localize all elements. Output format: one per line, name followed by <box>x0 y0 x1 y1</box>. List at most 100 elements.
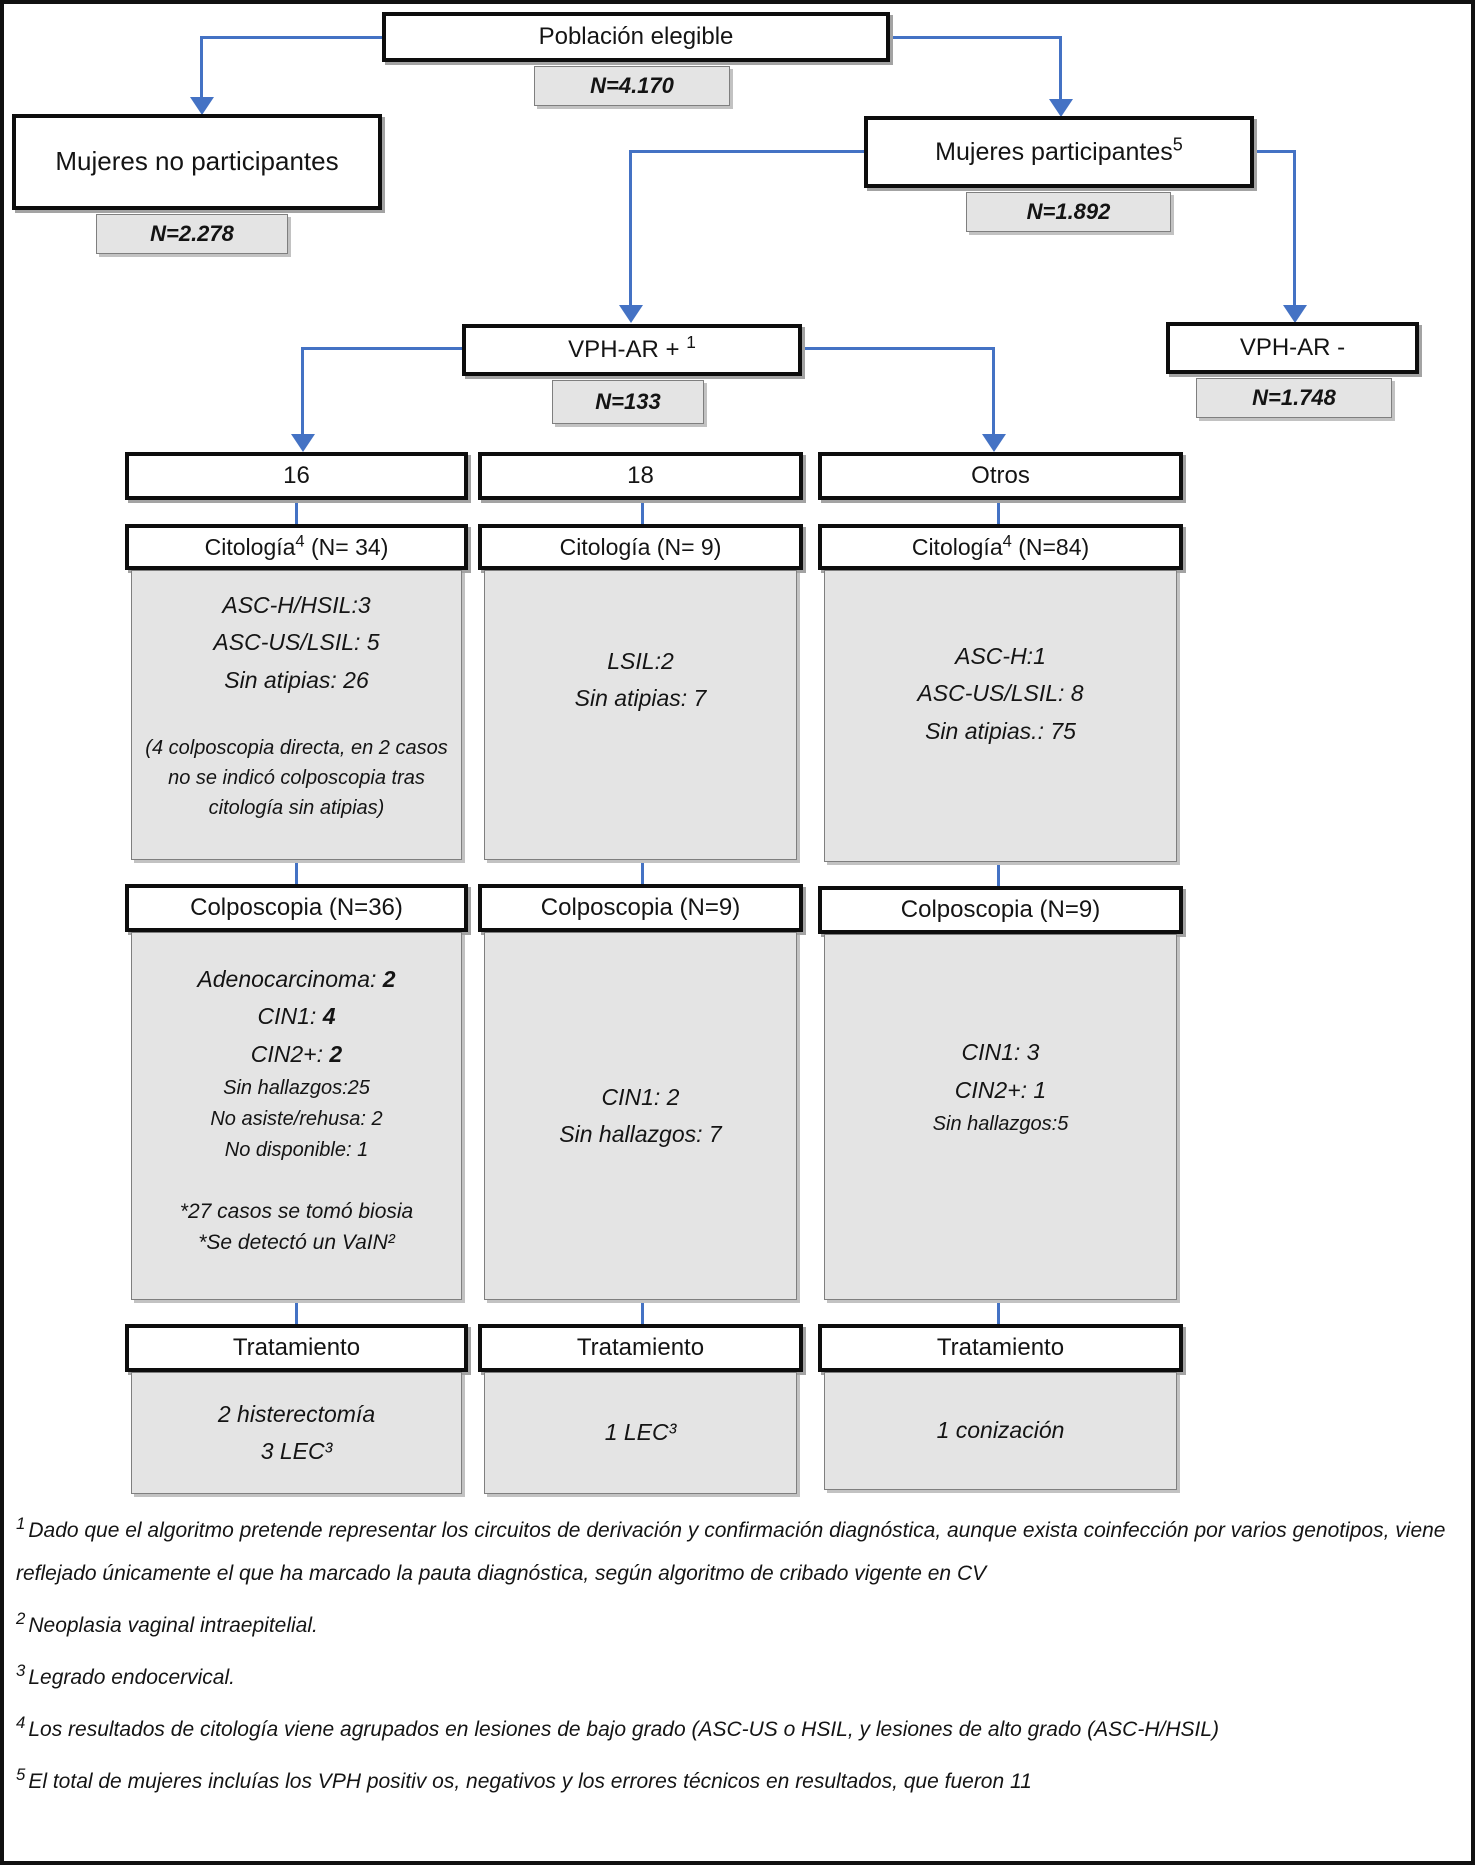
connector-line <box>200 36 203 98</box>
node-colposcopia-18-header: Colposcopia (N=9) <box>478 884 803 932</box>
node-label: Citología4 (N=84) <box>912 531 1089 560</box>
node-mujeres-participantes: Mujeres participantes5 <box>864 116 1254 188</box>
node-label: Colposcopia (N=9) <box>900 896 1101 924</box>
result-line: CIN2+: 2 <box>251 1036 342 1073</box>
n-mujeres-participantes: N=1.892 <box>966 192 1171 232</box>
result-line: Sin atipias.: 75 <box>925 717 1076 744</box>
node-genotipo-16: 16 <box>125 452 468 500</box>
result-line: ASC-H:1 <box>955 643 1046 670</box>
tratamiento-otros-results: 1 conización <box>824 1372 1177 1490</box>
node-label: Citología (N= 9) <box>560 534 722 560</box>
tratamiento-18-results: 1 LEC³ <box>484 1372 797 1494</box>
footnote-1-text: Dado que el algoritmo pretende represent… <box>16 1519 1446 1586</box>
result-value: 2 <box>329 1040 343 1067</box>
connector-line <box>641 500 644 524</box>
connector-line <box>1293 150 1296 306</box>
colposcopia-otros-results: CIN1: 3 CIN2+: 1 Sin hallazgos:5 <box>824 934 1177 1300</box>
connector-line <box>629 150 632 306</box>
result-label: CIN2+: <box>250 1040 330 1067</box>
result-line: No disponible: 1 <box>224 1138 369 1161</box>
node-citologia-18-header: Citología (N= 9) <box>478 524 803 570</box>
node-genotipo-18: 18 <box>478 452 803 500</box>
connector-line <box>1059 36 1062 99</box>
connector-line <box>1254 150 1296 153</box>
node-label: Tratamiento <box>936 1334 1065 1362</box>
title-pre: Citología <box>559 533 651 560</box>
result-note: *Se detectó un VaIN² <box>198 1231 395 1255</box>
node-label: VPH-AR + 1 <box>568 334 696 364</box>
superscript-5: 5 <box>1172 134 1183 155</box>
arrow-down-icon <box>1049 99 1073 117</box>
result-line: 2 histerectomía <box>217 1400 376 1427</box>
node-label: Población elegible <box>538 23 734 51</box>
n-vph-ar-positivo: N=133 <box>552 380 704 424</box>
node-label: VPH-AR - <box>1239 334 1346 362</box>
footnote-4-marker: 4 <box>16 1713 26 1733</box>
connector-line <box>295 500 298 524</box>
result-line: No asiste/rehusa: 2 <box>210 1107 383 1130</box>
connector-line <box>997 860 1000 886</box>
arrow-down-icon <box>190 97 214 115</box>
node-vph-ar-negativo: VPH-AR - <box>1166 322 1419 374</box>
footnote-3-marker: 3 <box>16 1661 26 1681</box>
title-post: (N= 9) <box>650 533 722 560</box>
connector-line <box>992 347 995 434</box>
colposcopia-18-results: CIN1: 2 Sin hallazgos: 7 <box>484 932 797 1300</box>
n-vph-ar-negativo: N=1.748 <box>1196 378 1392 418</box>
connector-line <box>997 500 1000 524</box>
footnote-4-text: Los resultados de citología viene agrupa… <box>28 1718 1220 1742</box>
result-line: Sin hallazgos:25 <box>223 1076 370 1099</box>
result-line: 1 conización <box>936 1417 1065 1444</box>
result-note: *27 casos se tomó biosia <box>179 1199 414 1223</box>
colposcopia-16-results: Adenocarcinoma: 2 CIN1: 4 CIN2+: 2 Sin h… <box>131 932 462 1300</box>
arrow-down-icon <box>982 434 1006 452</box>
arrow-down-icon <box>291 434 315 452</box>
node-label: Otros <box>971 462 1030 490</box>
result-note: (4 colposcopia directa, en 2 casos no se… <box>145 736 448 819</box>
result-line: Sin hallazgos:5 <box>932 1112 1069 1135</box>
footnote-5-text: El total de mujeres incluías los VPH pos… <box>28 1770 1032 1794</box>
connector-line <box>295 1298 298 1324</box>
node-tratamiento-16-header: Tratamiento <box>125 1324 468 1372</box>
footnote-2-marker: 2 <box>16 1609 26 1629</box>
citologia-18-results: LSIL:2 Sin atipias: 7 <box>484 570 797 860</box>
node-colposcopia-16-header: Colposcopia (N=36) <box>125 884 468 932</box>
citologia-otros-results: ASC-H:1 ASC-US/LSIL: 8 Sin atipias.: 75 <box>824 570 1177 862</box>
result-line: ASC-H/HSIL:3 <box>222 592 371 618</box>
node-label: Tratamiento <box>576 1334 705 1362</box>
superscript-4: 4 <box>1002 531 1012 551</box>
citologia-16-results: ASC-H/HSIL:3 ASC-US/LSIL: 5 Sin atipias:… <box>131 570 462 860</box>
node-citologia-otros-header: Citología4 (N=84) <box>818 524 1183 570</box>
n-value: N=133 <box>595 389 661 414</box>
result-line: 3 LEC³ <box>260 1438 333 1464</box>
n-value: N=1.892 <box>1026 199 1111 224</box>
node-genotipo-otros: Otros <box>818 452 1183 500</box>
arrow-down-icon <box>1283 305 1307 323</box>
result-line: CIN2+: 1 <box>954 1076 1047 1103</box>
superscript-4: 4 <box>295 531 305 551</box>
node-vph-ar-positivo: VPH-AR + 1 <box>462 324 802 376</box>
result-line: 1 LEC³ <box>604 1419 677 1446</box>
result-line: ASC-US/LSIL: 5 <box>213 629 380 656</box>
connector-line <box>301 347 304 434</box>
node-label: 16 <box>283 462 310 490</box>
footnote-3-text: Legrado endocervical. <box>28 1666 235 1690</box>
n-mujeres-no-participantes: N=2.278 <box>96 214 288 254</box>
n-value: N=1.748 <box>1252 385 1336 410</box>
result-line: Sin atipias: 26 <box>224 666 369 693</box>
result-line: CIN1: 3 <box>961 1039 1040 1066</box>
connector-line <box>295 858 298 884</box>
result-line: CIN1: 4 <box>258 998 336 1035</box>
connector-line <box>641 1298 644 1324</box>
superscript-1: 1 <box>686 332 696 353</box>
result-value: 2 <box>382 966 396 992</box>
connector-line <box>802 347 995 350</box>
result-line: ASC-US/LSIL: 8 <box>917 680 1084 707</box>
connector-line <box>641 858 644 884</box>
node-label: Tratamiento <box>232 1334 361 1362</box>
